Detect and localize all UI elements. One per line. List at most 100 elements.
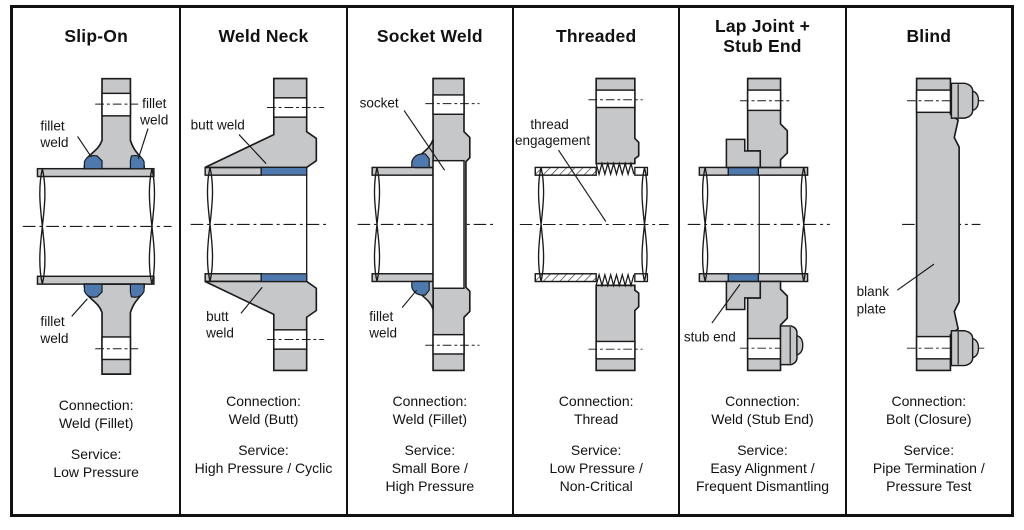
label-stub-end: stub end <box>684 329 736 344</box>
connection-value: Weld (Fillet) <box>58 414 134 431</box>
svg-text:weld: weld <box>368 326 397 341</box>
service-value: Small Bore / <box>391 459 468 476</box>
threads <box>595 161 635 288</box>
label-butt-weld-bottom: butt <box>206 309 229 324</box>
pipe <box>22 167 172 285</box>
pipe-wall-hatched-top <box>534 166 597 176</box>
pipe <box>190 166 329 283</box>
label-thread-engagement: thread <box>530 117 568 132</box>
connection-label: Connection: <box>725 392 800 409</box>
column-header: Lap Joint + Stub End <box>715 8 810 64</box>
pipe-break-right <box>800 167 808 282</box>
flange-table: Slip-On <box>10 5 1014 517</box>
connection-label: Connection: <box>891 392 967 409</box>
fillet-welds <box>410 153 430 296</box>
bolt-tip <box>971 337 979 359</box>
label-socket: socket <box>359 95 398 110</box>
service-label: Service: <box>570 441 622 458</box>
bolt-nut-bottom <box>950 330 979 367</box>
svg-text:engagement: engagement <box>515 133 590 148</box>
bolt-tip <box>796 334 804 356</box>
header-line: Socket Weld <box>376 25 483 46</box>
pipe-break-right <box>641 167 648 282</box>
bolt-nut-top <box>950 82 979 119</box>
service-label: Service: <box>238 441 289 458</box>
svg-text:weld: weld <box>39 135 68 150</box>
leader-line <box>240 286 263 314</box>
column-header: Slip-On <box>64 8 128 64</box>
service-label: Service: <box>404 441 456 458</box>
connection-label: Connection: <box>392 392 468 409</box>
bolt-hole-top <box>431 94 465 115</box>
pipe-break-left <box>702 167 709 282</box>
socket-bore <box>431 159 465 289</box>
connection-label: Connection: <box>58 396 134 413</box>
label-blank-plate: blank <box>856 284 889 299</box>
column-blind: Blind blank plate <box>844 8 1011 514</box>
connection-value: Thread <box>573 410 619 427</box>
pipe-break-left <box>373 167 380 282</box>
pipe-break-left <box>207 167 214 282</box>
bolt-nut <box>780 325 804 366</box>
flange-body <box>205 77 325 372</box>
bolt-hole-top <box>595 89 636 109</box>
column-slip-on: Slip-On <box>13 8 179 514</box>
svg-text:weld: weld <box>39 331 68 346</box>
blind-diagram: blank plate <box>856 77 984 372</box>
service-block: Service: High Pressure / Cyclic <box>181 442 345 478</box>
service-label: Service: <box>737 441 788 458</box>
pipe-break-right <box>148 168 156 285</box>
leader-line <box>401 289 417 308</box>
header-line: Weld Neck <box>218 25 309 46</box>
stub-weld-top <box>728 166 760 176</box>
label-butt-weld-top: butt weld <box>191 118 245 133</box>
service-value: Low Pressure <box>53 463 139 480</box>
pipe <box>357 166 493 283</box>
annotations: blank plate <box>856 263 934 316</box>
svg-text:plate: plate <box>856 301 885 316</box>
column-header: Threaded <box>556 8 636 64</box>
flange-body <box>83 77 145 375</box>
annotations: butt weld butt weld <box>191 118 267 341</box>
connection-block: Connection: Weld (Butt) <box>181 393 345 429</box>
connection-value: Bolt (Closure) <box>886 410 972 427</box>
stub-end <box>725 138 762 311</box>
leader-line <box>71 298 88 317</box>
leader-line <box>896 263 934 291</box>
label-fillet-weld-left: fillet <box>40 119 65 134</box>
svg-text:weld: weld <box>139 113 168 128</box>
label-fillet-weld: fillet <box>369 309 393 324</box>
header-line: Blind <box>906 25 952 46</box>
connection-block: Connection: Weld (Fillet) <box>13 397 179 433</box>
connection-block: Connection: Weld (Fillet) <box>348 393 512 429</box>
socket-weld-diagram: socket fillet weld <box>357 77 493 372</box>
column-lap-joint: Lap Joint + Stub End <box>678 8 844 514</box>
leader-line <box>557 149 607 222</box>
pipe-break-left <box>39 168 46 285</box>
pipe <box>688 166 831 283</box>
header-line: Slip-On <box>64 25 128 46</box>
service-value: Low Pressure / <box>549 459 643 476</box>
bolt-tip <box>971 90 979 112</box>
connection-block: Connection: Bolt (Closure) <box>847 393 1011 429</box>
leader-line <box>403 110 445 171</box>
column-header: Blind <box>906 8 951 64</box>
pipe-wall-hatched-bottom <box>534 273 597 283</box>
service-value: High Pressure / Cyclic <box>194 459 333 476</box>
connection-value: Weld (Butt) <box>228 410 299 427</box>
header-line: Lap Joint + <box>714 15 811 36</box>
column-header: Socket Weld <box>377 8 483 64</box>
connection-label: Connection: <box>558 393 634 410</box>
bolt-hole-top <box>747 89 782 112</box>
pipe <box>519 166 669 283</box>
service-block: Service: Pipe Termination / Pressure Tes… <box>847 442 1011 496</box>
weld-neck-diagram: butt weld butt weld <box>190 77 329 372</box>
flange-body <box>588 77 643 372</box>
column-weld-neck: Weld Neck <box>179 8 345 514</box>
leader-line <box>711 284 741 324</box>
column-threaded: Threaded <box>511 8 678 514</box>
stub-weld-bottom <box>728 273 760 283</box>
annotations: socket fillet weld <box>359 95 445 341</box>
leader-line <box>238 134 267 164</box>
service-value: Non-Critical <box>559 477 633 494</box>
